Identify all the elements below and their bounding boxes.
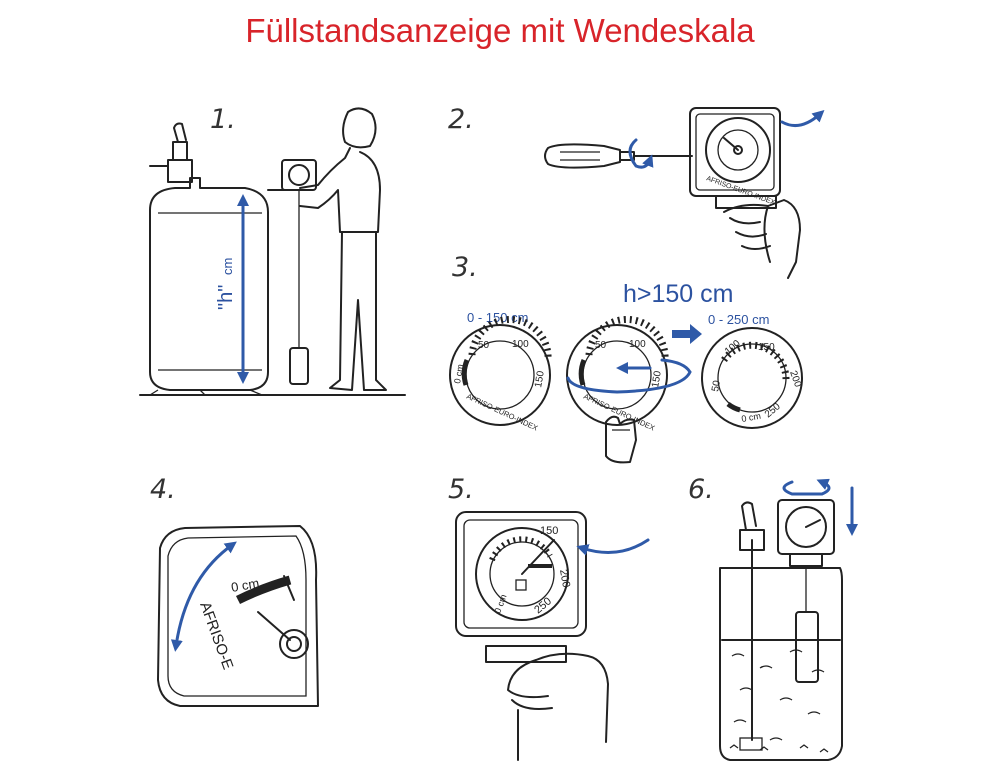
step-4-number: 4. <box>150 474 176 505</box>
range-label-250: 0 - 250 cm <box>708 312 769 327</box>
step-2-panel: 2. AFRISO-EURO-INDEX <box>448 104 825 279</box>
step-4-panel: 4. 0 cm AFRISO-E <box>150 474 319 707</box>
tick-label: 50 <box>710 379 723 392</box>
tick-label: 100 <box>512 339 529 350</box>
tick-label: 0 cm <box>492 593 508 615</box>
gauge-with-probe <box>267 159 317 385</box>
scale-dial-rotating: 50 100 150 AFRISO-EURO-INDEX <box>566 315 692 464</box>
step-1-panel: 1. "h" cm <box>139 104 406 396</box>
tick-label: 100 <box>629 339 646 350</box>
scale-dial-250: 0 - 250 cm 50 100 150 200 250 0 cm <box>701 312 803 429</box>
tick-label: 50 <box>595 340 607 351</box>
step-1-number: 1. <box>210 104 236 135</box>
scale-dial-150: 0 - 150 cm 50 100 150 0 cm AFRISO-EURO-I… <box>449 310 552 433</box>
step-3-number: 3. <box>452 252 478 283</box>
gauge-dial: AFRISO-EURO-INDEX <box>689 107 825 209</box>
step-6-number: 6. <box>688 474 714 505</box>
person-figure <box>299 107 387 391</box>
tick-label: 150 <box>650 370 664 389</box>
step-5-panel: 5. 150 200 250 0 cm <box>448 474 650 761</box>
step-5-number: 5. <box>448 474 474 505</box>
tick-label: 0 cm <box>452 363 465 384</box>
tick-label: 250 <box>763 401 783 420</box>
screwdriver <box>544 138 693 169</box>
tick-label: 150 <box>533 370 547 389</box>
height-label: "h" <box>215 285 237 310</box>
tick-label: 100 <box>723 338 743 357</box>
tick-label: 250 <box>532 595 554 616</box>
hand-holding <box>723 199 801 279</box>
dial-brand-text: AFRISO-EURO-INDEX <box>582 392 656 433</box>
tick-label: 0 cm <box>741 411 762 424</box>
tick-label: 150 <box>758 342 775 353</box>
step-2-number: 2. <box>448 104 474 135</box>
tick-label: 200 <box>557 568 572 588</box>
step-6-panel: 6. <box>688 474 858 761</box>
next-arrow <box>672 324 702 344</box>
dial-brand-text: AFRISO-EURO-INDEX <box>465 392 539 433</box>
tick-label: 50 <box>478 340 490 351</box>
brand-text: AFRISO-E <box>196 600 236 672</box>
height-arrow: "h" cm <box>215 194 249 384</box>
step-3-panel: 3. h>150 cm 0 - 150 cm 50 100 150 0 cm A… <box>449 252 803 464</box>
condition-label: h>150 cm <box>623 280 734 308</box>
tick-label: 150 <box>540 525 558 537</box>
height-unit: cm <box>220 258 235 275</box>
oil-tank <box>139 122 406 396</box>
page-title: Füllstandsanzeige mit Wendeskala <box>245 12 755 49</box>
